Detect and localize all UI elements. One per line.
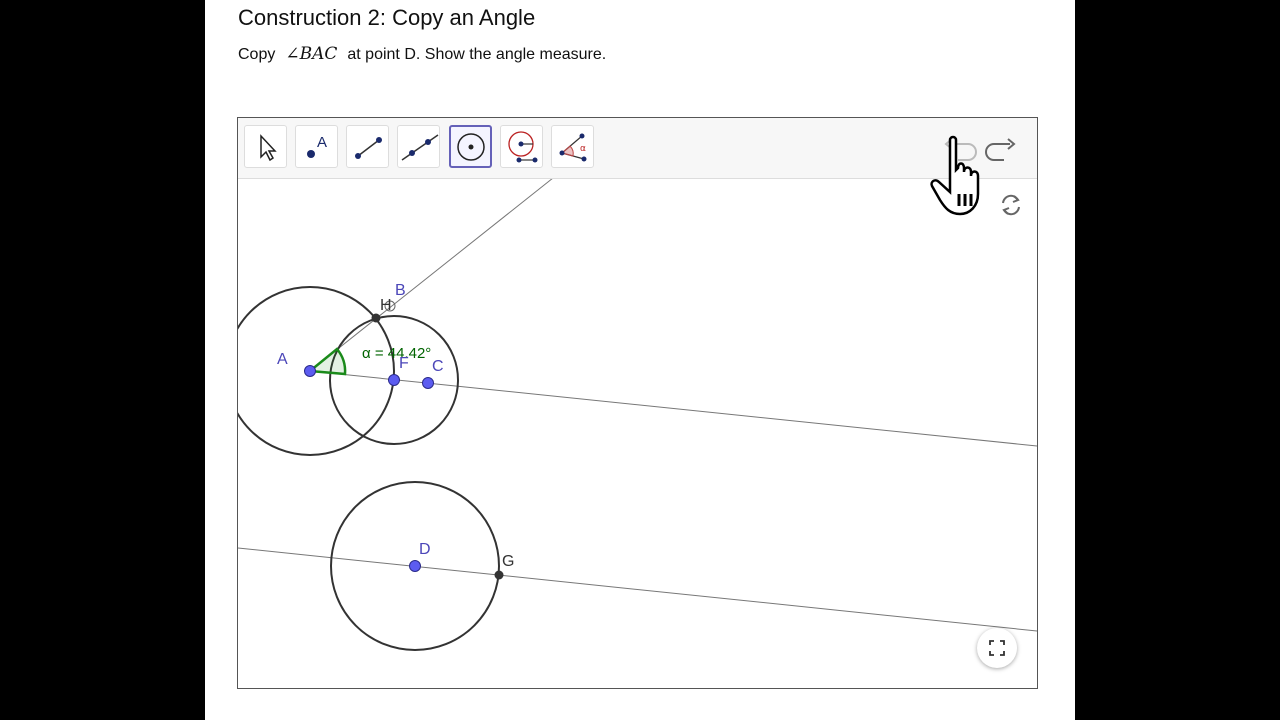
- point-b[interactable]: [384, 300, 396, 312]
- toolbar: A: [238, 118, 1037, 179]
- fullscreen-icon: [989, 640, 1005, 656]
- point-h[interactable]: [371, 313, 381, 323]
- angle-icon: α: [559, 133, 587, 162]
- geogebra-applet[interactable]: α = 44.42° H B A F C D G: [237, 117, 1038, 689]
- segment-tool[interactable]: [346, 125, 389, 168]
- label-f: F: [399, 355, 409, 372]
- point-c[interactable]: [422, 377, 434, 389]
- point-tool-label: A: [317, 134, 327, 151]
- point-g[interactable]: [494, 570, 504, 580]
- point-tool[interactable]: A: [295, 125, 338, 168]
- label-c: C: [432, 358, 444, 375]
- hand-cursor-icon: [930, 135, 980, 216]
- redo-icon[interactable]: [982, 134, 1022, 164]
- line-dg[interactable]: [238, 547, 1037, 632]
- circle-center-icon: [457, 133, 485, 161]
- move-tool[interactable]: [244, 125, 287, 168]
- angle-notation: ∠BAC: [285, 44, 338, 64]
- ray-ab[interactable]: [309, 177, 554, 372]
- label-a: A: [277, 351, 288, 368]
- point-d[interactable]: [409, 560, 421, 572]
- circle-d[interactable]: [330, 481, 500, 651]
- angle-tool[interactable]: α: [551, 125, 594, 168]
- compass-tool[interactable]: [500, 125, 543, 168]
- circle-f[interactable]: [329, 315, 459, 445]
- angle-alpha-label: α = 44.42°: [362, 345, 431, 362]
- line-tool[interactable]: [397, 125, 440, 168]
- label-h: H: [380, 297, 392, 314]
- graphics-view[interactable]: α = 44.42° H B A F C D G: [238, 118, 1037, 688]
- point-a[interactable]: [304, 365, 316, 377]
- page-title: Construction 2: Copy an Angle: [238, 5, 536, 30]
- ray-ac[interactable]: [309, 370, 1037, 447]
- fullscreen-button[interactable]: [977, 628, 1017, 668]
- compass-icon: [508, 131, 538, 163]
- instruction-text: Copy ∠BAC at point D. Show the angle mea…: [238, 44, 606, 64]
- segment-icon: [355, 137, 382, 159]
- label-b: B: [395, 282, 406, 299]
- label-g: G: [502, 553, 514, 570]
- line-icon: [401, 134, 439, 161]
- circle-a[interactable]: [238, 286, 395, 456]
- circle-tool[interactable]: [449, 125, 492, 168]
- angle-tool-label: α: [580, 144, 586, 154]
- worksheet-page: Construction 2: Copy an Angle Copy ∠BAC …: [205, 0, 1075, 720]
- point-f[interactable]: [388, 374, 400, 386]
- instruction-prefix: Copy: [238, 46, 276, 63]
- label-d: D: [419, 541, 431, 558]
- arrow-cursor-icon: [260, 134, 277, 162]
- instruction-suffix: at point D. Show the angle measure.: [347, 46, 607, 63]
- reset-icon[interactable]: [996, 190, 1026, 220]
- angle-alpha-sector[interactable]: [306, 347, 347, 376]
- point-icon: A: [307, 134, 327, 158]
